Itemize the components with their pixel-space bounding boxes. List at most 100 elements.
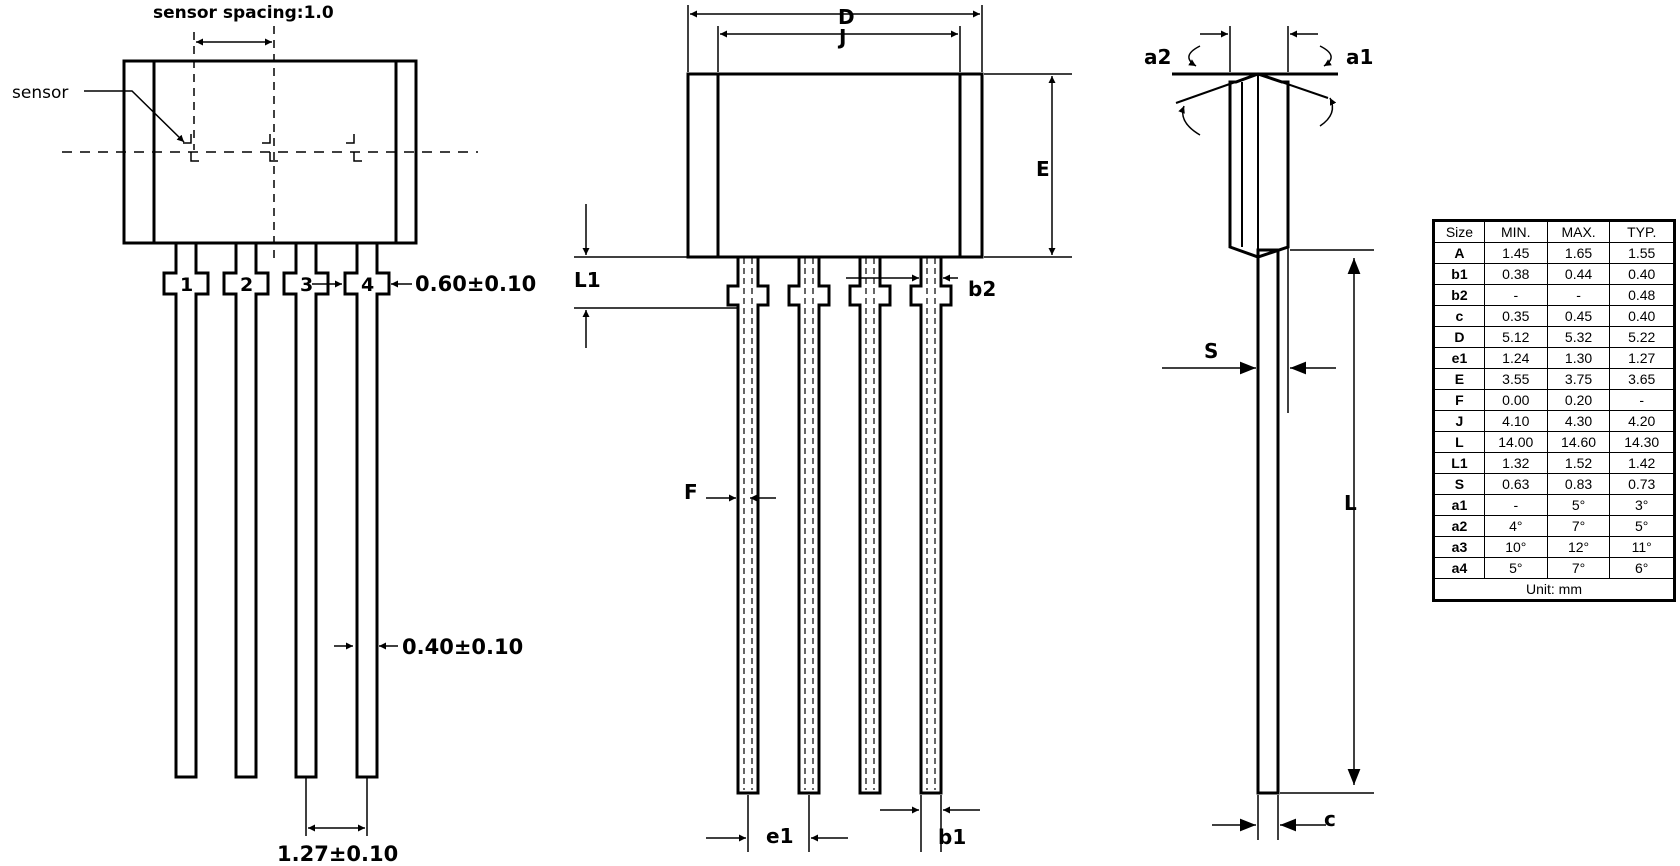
angle-a2-label: a2 [1144, 45, 1171, 69]
value-cell: 3° [1609, 494, 1675, 516]
value-cell: 1.55 [1609, 242, 1675, 264]
tab-width-label: 0.60±0.10 [415, 272, 536, 296]
value-cell: 1.27 [1609, 347, 1675, 369]
value-cell: 0.45 [1546, 305, 1611, 327]
size-cell: L1 [1433, 452, 1485, 474]
value-cell: 0.83 [1546, 473, 1611, 495]
size-cell: D [1433, 326, 1485, 348]
value-cell: 0.38 [1483, 263, 1548, 285]
dim-L1-label: L1 [574, 268, 601, 292]
table-row: b2--0.48 [1433, 284, 1675, 306]
value-cell: 5.12 [1483, 326, 1548, 348]
dim-D-label: D [838, 5, 855, 29]
value-cell: 0.00 [1483, 389, 1548, 411]
value-cell: 3.55 [1483, 368, 1548, 390]
value-cell: 0.73 [1609, 473, 1675, 495]
value-cell: 0.20 [1546, 389, 1611, 411]
size-cell: J [1433, 410, 1485, 432]
size-cell: E [1433, 368, 1485, 390]
value-cell: - [1483, 494, 1548, 516]
value-cell: 0.40 [1609, 263, 1675, 285]
side-view [1162, 26, 1374, 840]
value-cell: 4.20 [1609, 410, 1675, 432]
table-header-cell: MAX. [1546, 220, 1611, 243]
middle-leads [726, 257, 953, 795]
lead-width-label: 0.40±0.10 [402, 635, 523, 659]
value-cell: 5° [1609, 515, 1675, 537]
value-cell: 0.44 [1546, 263, 1611, 285]
table-header-cell: Size [1433, 220, 1485, 243]
value-cell: 10° [1483, 536, 1548, 558]
sensor-spacing-label: sensor spacing:1.0 [153, 3, 334, 23]
value-cell: 4.10 [1483, 410, 1548, 432]
pin-label-1: 1 [180, 274, 193, 296]
value-cell: 5.32 [1546, 326, 1611, 348]
value-cell: 7° [1546, 515, 1611, 537]
dim-c-label: c [1324, 807, 1336, 831]
value-cell: 1.24 [1483, 347, 1548, 369]
dim-J-label: J [837, 25, 846, 49]
dim-b2-label: b2 [968, 277, 996, 301]
table-row: a1-5°3° [1433, 494, 1675, 516]
value-cell: 11° [1609, 536, 1675, 558]
pin-label-3: 3 [300, 274, 313, 296]
table-header-cell: MIN. [1483, 220, 1548, 243]
value-cell: 14.30 [1609, 431, 1675, 453]
value-cell: 3.65 [1609, 368, 1675, 390]
value-cell: 4.30 [1546, 410, 1611, 432]
dim-b1-label: b1 [938, 825, 966, 849]
value-cell: 0.40 [1609, 305, 1675, 327]
size-cell: L [1433, 431, 1485, 453]
value-cell: 0.48 [1609, 284, 1675, 306]
value-cell: 0.63 [1483, 473, 1548, 495]
size-cell: a1 [1433, 494, 1485, 516]
value-cell: - [1609, 389, 1675, 411]
value-cell: 1.52 [1546, 452, 1611, 474]
lead-centerlines [743, 258, 936, 790]
value-cell: 5° [1483, 557, 1548, 579]
value-cell: 1.65 [1546, 242, 1611, 264]
dim-e1-label: e1 [766, 824, 793, 848]
size-cell: a3 [1433, 536, 1485, 558]
size-cell: a2 [1433, 515, 1485, 537]
pin-label-2: 2 [240, 274, 253, 296]
pin-label-4: 4 [361, 274, 374, 296]
value-cell: - [1546, 284, 1611, 306]
dim-S-label: S [1204, 339, 1218, 363]
value-cell: 12° [1546, 536, 1611, 558]
size-cell: A [1433, 242, 1485, 264]
middle-body [686, 72, 984, 259]
table-header-cell: TYP. [1609, 220, 1675, 243]
value-cell: 3.75 [1546, 368, 1611, 390]
size-cell: a4 [1433, 557, 1485, 579]
value-cell: 14.00 [1483, 431, 1548, 453]
value-cell: 1.30 [1546, 347, 1611, 369]
value-cell: 5° [1546, 494, 1611, 516]
value-cell: 14.60 [1546, 431, 1611, 453]
angle-a1-label: a1 [1346, 45, 1373, 69]
unit-note: Unit: mm [1433, 578, 1675, 601]
size-cell: S [1433, 473, 1485, 495]
sensor-marks [183, 134, 362, 162]
size-cell: b2 [1433, 284, 1485, 306]
dim-E-label: E [1036, 157, 1050, 181]
size-cell: b1 [1433, 263, 1485, 285]
left-view [62, 26, 478, 836]
value-cell: 1.42 [1609, 452, 1675, 474]
middle-view [574, 5, 1072, 852]
dim-F-label: F [684, 480, 698, 504]
